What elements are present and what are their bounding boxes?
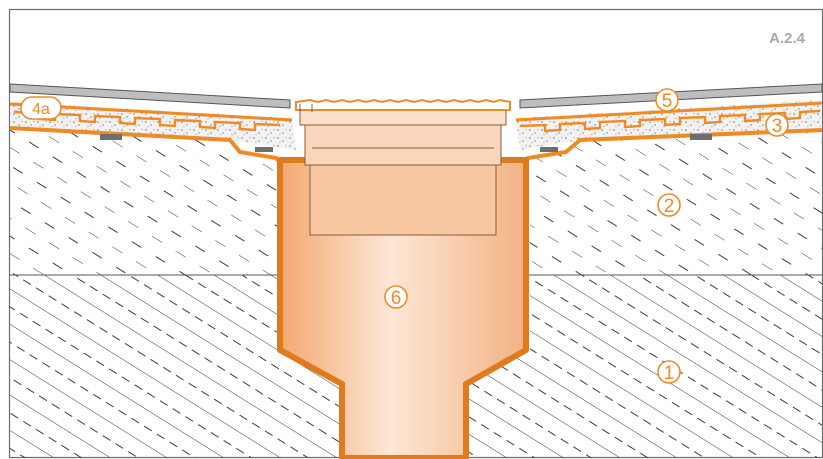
callout-3: 3 (765, 113, 789, 137)
figure-code: A.2.4 (769, 30, 806, 47)
callout-6: 6 (384, 285, 408, 309)
svg-text:5: 5 (662, 91, 673, 112)
concrete-slab-layer-right (468, 275, 822, 458)
svg-text:6: 6 (391, 288, 402, 309)
svg-text:2: 2 (664, 196, 675, 217)
svg-text:1: 1 (664, 363, 675, 384)
tile-left (9, 83, 291, 109)
drain-body (277, 98, 529, 459)
drain-grate (295, 98, 511, 111)
svg-text:4a: 4a (32, 101, 50, 118)
screed-layer (10, 130, 278, 275)
callout-2: 2 (657, 193, 681, 217)
callout-1: 1 (657, 360, 681, 384)
svg-text:3: 3 (772, 116, 783, 137)
concrete-slab-layer (10, 275, 340, 458)
callout-5: 5 (655, 88, 679, 112)
callout-4a: 4a (20, 96, 62, 120)
